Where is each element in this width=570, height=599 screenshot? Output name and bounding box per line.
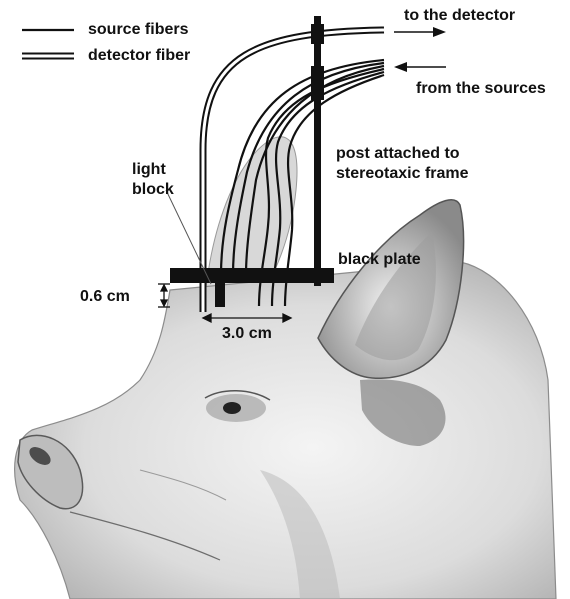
legend-source-fibers-label: source fibers [88,20,188,39]
arrow-to-detector [394,27,446,37]
light-block-label-line2: block [132,180,174,199]
black-plate [170,268,334,283]
post-label-line2: stereotaxic frame [336,164,469,183]
post [311,16,324,286]
pig-head-image [15,137,556,599]
legend-detector-fiber-label: detector fiber [88,46,190,65]
to-detector-label: to the detector [404,6,515,25]
depth-label: 0.6 cm [80,287,130,306]
black-plate-label: black plate [338,250,421,269]
from-sources-label: from the sources [416,79,546,98]
spacing-label: 3.0 cm [222,324,272,343]
arrow-from-sources [394,62,446,72]
post-label-line1: post attached to [336,144,460,163]
light-block [215,283,225,307]
light-block-label-line1: light [132,160,166,179]
